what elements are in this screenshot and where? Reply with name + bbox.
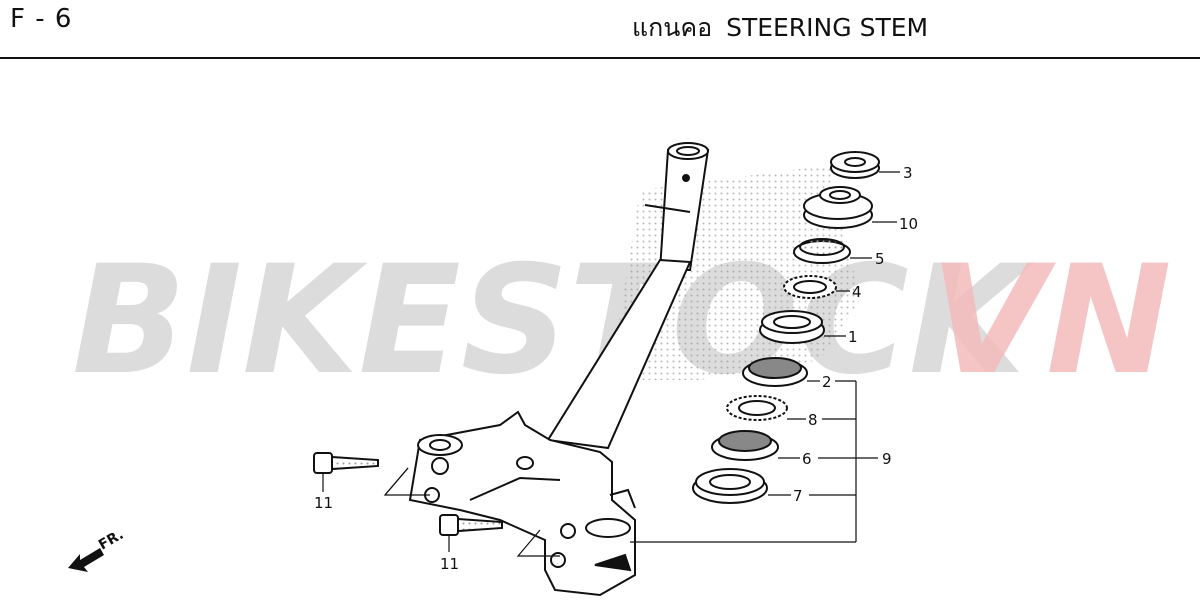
watermark-bikestock: BIKESTOCK [72,234,1035,408]
bolt-upper [313,452,379,474]
callout-4: 4 [852,283,862,301]
callout-5: 5 [875,250,885,268]
diagram-code: F - 6 [10,4,73,34]
diagram-title: แกนคอ STEERING STEM [632,8,942,48]
watermark-vn: VN [930,234,1172,408]
front-direction-label: FR. [96,527,126,554]
bolt-lower [439,514,503,536]
callout-7: 7 [793,487,803,505]
steering-stem-tube [546,142,710,450]
front-direction-arrow-icon [68,548,104,572]
callout-2: 2 [822,373,832,391]
part-3-nut [830,151,880,179]
part-2-race [742,357,808,387]
callout-1: 1 [848,328,858,346]
callout-11-upper: 11 [314,494,333,512]
part-4-bearing [783,275,837,299]
leader-lines [322,171,900,557]
part-5-race [793,238,851,264]
callout-9: 9 [882,450,892,468]
callout-8: 8 [808,411,818,429]
header-divider [0,57,1200,59]
part-8-bearing [726,395,788,421]
lower-bracket [408,410,636,597]
title-english: STEERING STEM [726,13,929,42]
title-thai: แกนคอ [632,13,713,42]
part-6-race [711,430,779,461]
callout-10: 10 [899,215,918,233]
part-10-locknut [803,186,873,229]
part-1-race [759,310,825,344]
callout-3: 3 [903,164,913,182]
callout-6: 6 [802,450,812,468]
part-7-seal [692,468,768,504]
callout-11-lower: 11 [440,555,459,573]
